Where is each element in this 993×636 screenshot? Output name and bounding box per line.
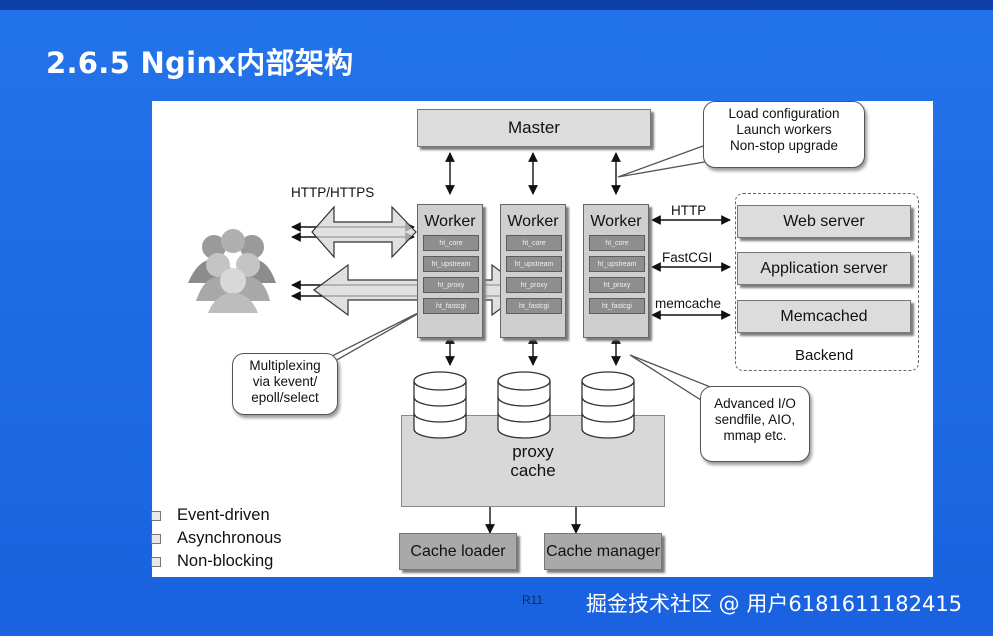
worker-box: Worker ht_core ht_upstream ht_proxy ht_f… (500, 204, 566, 338)
application-server-box: Application server (737, 252, 911, 285)
feature-label: Non-blocking (177, 552, 274, 570)
multiplexing-callout: Multiplexing via kevent/ epoll/select (232, 353, 338, 415)
worker-box: Worker ht_core ht_upstream ht_proxy ht_f… (417, 204, 483, 338)
feature-label: Event-driven (177, 506, 270, 524)
feature-item: Event-driven (151, 506, 270, 525)
client-protocol-label: HTTP/HTTPS (291, 185, 375, 200)
callout-line: Non-stop upgrade (729, 138, 839, 153)
feature-label: Asynchronous (177, 529, 282, 547)
module-ht-upstream: ht_upstream (506, 256, 562, 272)
master-callout: Load configuration Launch workers Non-st… (703, 101, 865, 168)
proxy-cache-box: proxy cache (401, 415, 665, 507)
backend-group (735, 193, 919, 371)
module-ht-fastcgi: ht_fastcgi (506, 298, 562, 314)
backend-label: Backend (795, 347, 854, 364)
bullet-icon (151, 556, 161, 567)
slide-footer-label: R11 (522, 593, 544, 607)
callout-line: Advanced I/O (714, 396, 796, 411)
feature-item: Asynchronous (151, 529, 282, 548)
module-ht-core: ht_core (589, 235, 645, 251)
cache-loader-box: Cache loader (399, 533, 517, 570)
callout-line: mmap etc. (723, 428, 787, 443)
module-ht-core: ht_core (423, 235, 479, 251)
master-box: Master (417, 109, 651, 147)
advanced-io-callout: Advanced I/O sendfile, AIO, mmap etc. (700, 386, 810, 462)
proxy-cache-label: cache (510, 461, 556, 480)
callout-line: Multiplexing (249, 358, 321, 373)
memcache-label: memcache (655, 296, 722, 311)
module-ht-fastcgi: ht_fastcgi (423, 298, 479, 314)
architecture-diagram: Master Load configuration Launch workers… (151, 101, 933, 577)
callout-line: Launch workers (736, 122, 832, 137)
http-label: HTTP (671, 203, 707, 218)
feature-item: Non-blocking (151, 552, 274, 571)
web-server-box: Web server (737, 205, 911, 238)
module-ht-upstream: ht_upstream (423, 256, 479, 272)
watermark: 掘金技术社区 @ 用户6181611182415 (586, 592, 963, 616)
callout-line: Load configuration (728, 106, 840, 121)
module-ht-upstream: ht_upstream (589, 256, 645, 272)
module-ht-proxy: ht_proxy (506, 277, 562, 293)
callout-line: epoll/select (251, 390, 319, 405)
callout-line: via kevent/ (252, 374, 318, 389)
module-ht-proxy: ht_proxy (589, 277, 645, 293)
module-ht-fastcgi: ht_fastcgi (589, 298, 645, 314)
worker-label: Worker (424, 213, 476, 230)
top-bar (0, 0, 993, 10)
memcached-box: Memcached (737, 300, 911, 333)
worker-box: Worker ht_core ht_upstream ht_proxy ht_f… (583, 204, 649, 338)
fastcgi-label: FastCGI (662, 250, 713, 265)
module-ht-core: ht_core (506, 235, 562, 251)
module-ht-proxy: ht_proxy (423, 277, 479, 293)
bullet-icon (151, 533, 161, 544)
worker-label: Worker (590, 213, 642, 230)
bullet-icon (151, 510, 161, 521)
slide-title: 2.6.5 Nginx内部架构 (46, 46, 354, 80)
callout-line: sendfile, AIO, (714, 412, 796, 427)
proxy-cache-label: proxy (512, 442, 554, 461)
users-icon (188, 229, 276, 313)
worker-label: Worker (507, 213, 559, 230)
cache-manager-box: Cache manager (544, 533, 662, 570)
